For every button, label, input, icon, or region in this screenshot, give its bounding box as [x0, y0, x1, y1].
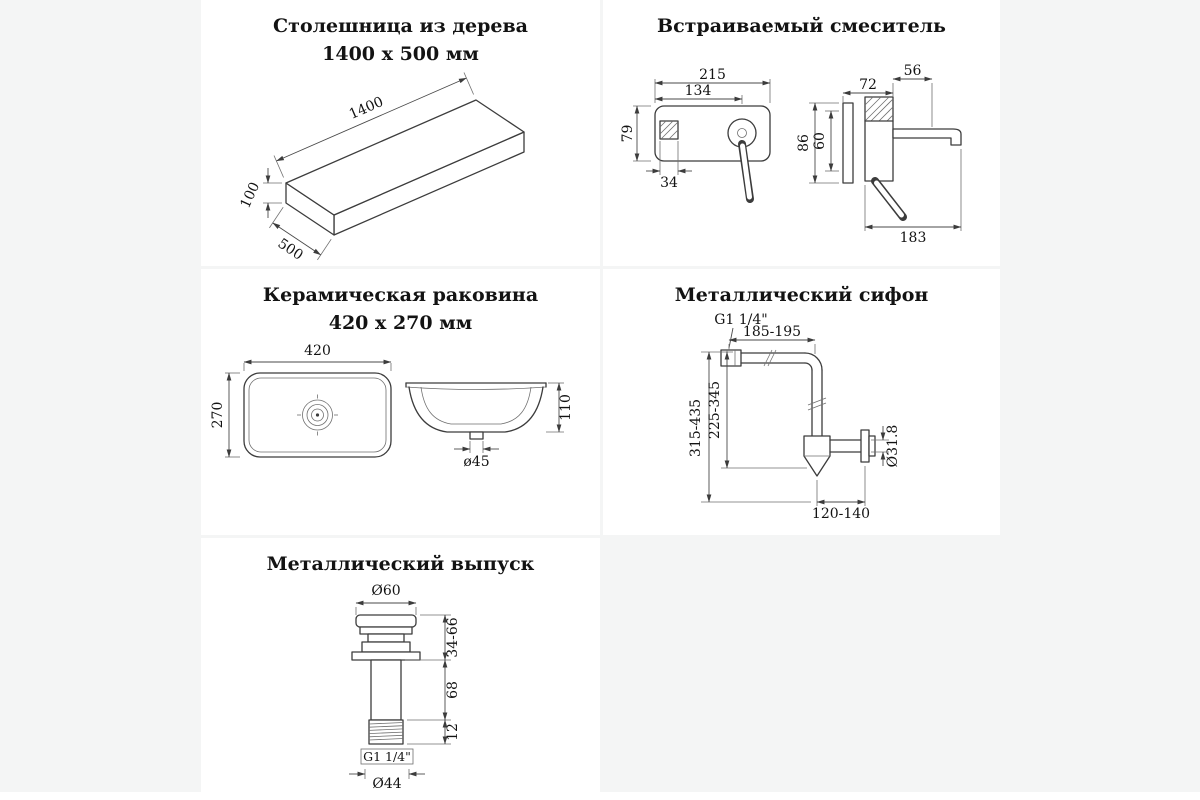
dim-label-134: 134: [685, 83, 712, 99]
mixer-dim-86: 86: [796, 102, 839, 183]
sink-dim-270: 270: [210, 372, 240, 458]
siphon-dim-top: 185-195: [728, 324, 816, 354]
countertop-dim-thickness: 100: [237, 168, 282, 219]
mixer-dim-215: 215: [654, 67, 771, 103]
dim-label-185-195: 185-195: [743, 324, 801, 340]
mixer-dim-183: 183: [864, 148, 962, 246]
dim-label-o60: Ø60: [371, 583, 400, 599]
mixer-dim-34: 34: [646, 140, 692, 191]
drain-dim-upper: 34-66: [405, 614, 461, 660]
siphon-title: Металлический сифон: [674, 284, 929, 306]
sink-plan-view: [243, 372, 392, 458]
dim-label-o44: Ø44: [372, 776, 401, 791]
dim-label-1400: 1400: [347, 94, 386, 123]
mixer-dim-72: 72: [842, 77, 894, 103]
bottom-white-strip: [0, 792, 1200, 800]
dim-label-315-435: 315-435: [688, 398, 704, 456]
dim-label-34: 34: [660, 175, 678, 191]
dim-label-g114: G1 1/4": [714, 312, 768, 328]
sink-dim-110: 110: [546, 382, 574, 433]
countertop-title-line1: Столешница из дерева: [273, 15, 528, 37]
dim-label-56: 56: [904, 63, 922, 79]
panel-drain: Металлический выпуск Ø60 34: [201, 538, 600, 792]
dim-label-60: 60: [812, 132, 828, 150]
sink-title: Керамическая раковина 420 x 270 мм: [201, 269, 600, 337]
mixer-drawing: 215 134 79 34: [620, 63, 962, 246]
siphon-body: [720, 348, 876, 477]
countertop-drawing: 1400 100 500: [237, 72, 525, 264]
drain-dim-body: 68: [407, 659, 461, 720]
mixer-dim-79: 79: [620, 105, 651, 161]
dim-label-68: 68: [445, 681, 461, 699]
siphon-dim-pipe: Ø31.8: [871, 424, 901, 467]
drain-title: Металлический выпуск: [266, 553, 535, 575]
drain-dim-d60: Ø60: [355, 583, 417, 615]
countertop-title: Столешница из дерева 1400 x 500 мм: [201, 0, 600, 68]
mixer-front-view: [654, 104, 771, 203]
mixer-dim-134: 134: [654, 83, 743, 104]
sink-dim-420: 420: [243, 343, 392, 372]
sink-title-line2: 420 x 270 мм: [328, 311, 473, 334]
drain-thread-label: G1 1/4": [360, 748, 414, 764]
mixer-dim-60: 60: [812, 110, 839, 171]
dim-label-86: 86: [796, 134, 812, 152]
countertop-title-line2: 1400 x 500 мм: [322, 42, 479, 65]
dim-label-34-66: 34-66: [445, 617, 461, 657]
dim-label-500: 500: [275, 236, 306, 264]
panel-mixer: Встраиваемый смеситель 215 134: [603, 0, 1000, 266]
siphon-dim-bottom: 120-140: [812, 465, 870, 522]
drain-dim-d44: Ø44: [349, 768, 425, 791]
dim-label-183: 183: [900, 230, 927, 246]
dim-label-318: Ø31.8: [885, 424, 901, 467]
sink-drawing: 420 270 ø45 110: [210, 343, 574, 470]
dim-label-120-140: 120-140: [812, 506, 870, 522]
siphon-dim-mid: 225-345: [707, 351, 807, 468]
dim-label-215: 215: [699, 67, 726, 83]
sink-section-view: [405, 382, 547, 440]
siphon-dim-total: 315-435: [688, 351, 811, 502]
countertop-slab: [285, 99, 525, 236]
dim-label-420: 420: [304, 343, 331, 359]
mixer-dim-56: 56: [892, 63, 933, 127]
drain-dim-thread-h: 12: [407, 719, 461, 744]
dim-label-100: 100: [237, 180, 263, 211]
panel-siphon: Металлический сифон G1 1/4": [603, 269, 1000, 535]
mixer-side-view: [842, 95, 962, 221]
dim-label-12: 12: [445, 723, 461, 741]
sink-title-line1: Керамическая раковина: [262, 284, 539, 306]
siphon-drawing: G1 1/4" 185-195 315-435 225-345 Ø31.8: [688, 312, 901, 522]
panel-sink: Керамическая раковина 420 x 270 мм 420: [201, 269, 600, 535]
dim-label-79: 79: [620, 124, 636, 142]
dim-label-72: 72: [859, 77, 877, 93]
dim-label-225-345: 225-345: [707, 380, 723, 438]
dim-label-270: 270: [210, 402, 226, 429]
panel-countertop: Столешница из дерева 1400 x 500 мм 1400 …: [201, 0, 600, 266]
sink-dim-drain: ø45: [454, 441, 499, 470]
dim-label-g114-drain: G1 1/4": [363, 749, 411, 764]
drain-drawing: Ø60 34-66 68 12 G1 1/4": [349, 583, 461, 791]
mixer-title: Встраиваемый смеситель: [657, 15, 946, 37]
dim-label-110: 110: [558, 394, 574, 421]
dim-label-o45: ø45: [463, 454, 489, 470]
drain-body: [351, 613, 421, 745]
